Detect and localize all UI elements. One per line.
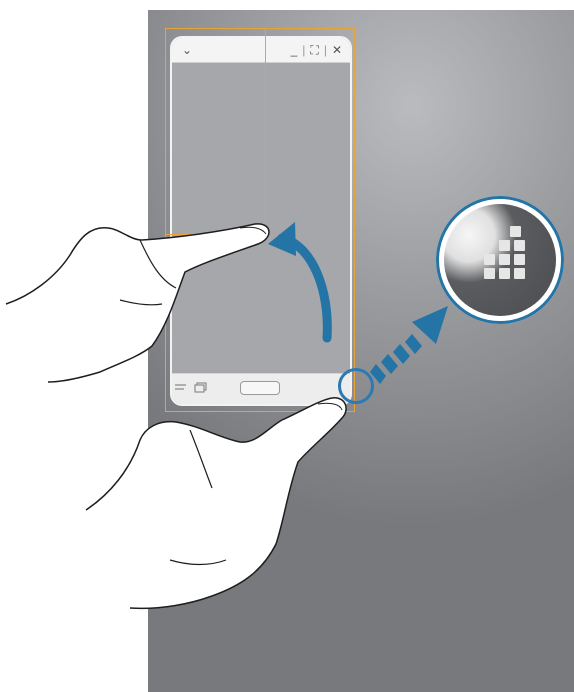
resize-grip-icon xyxy=(444,204,556,316)
zoom-arrow xyxy=(370,306,448,384)
magnified-view xyxy=(444,204,556,316)
magnified-resize-handle xyxy=(436,196,564,324)
hand-pointer-left xyxy=(6,224,269,382)
resize-handle-highlight[interactable] xyxy=(338,368,374,404)
hand-pointer-bottom xyxy=(86,398,346,609)
resize-arrow xyxy=(282,238,327,338)
resize-arrow-head xyxy=(268,222,296,256)
